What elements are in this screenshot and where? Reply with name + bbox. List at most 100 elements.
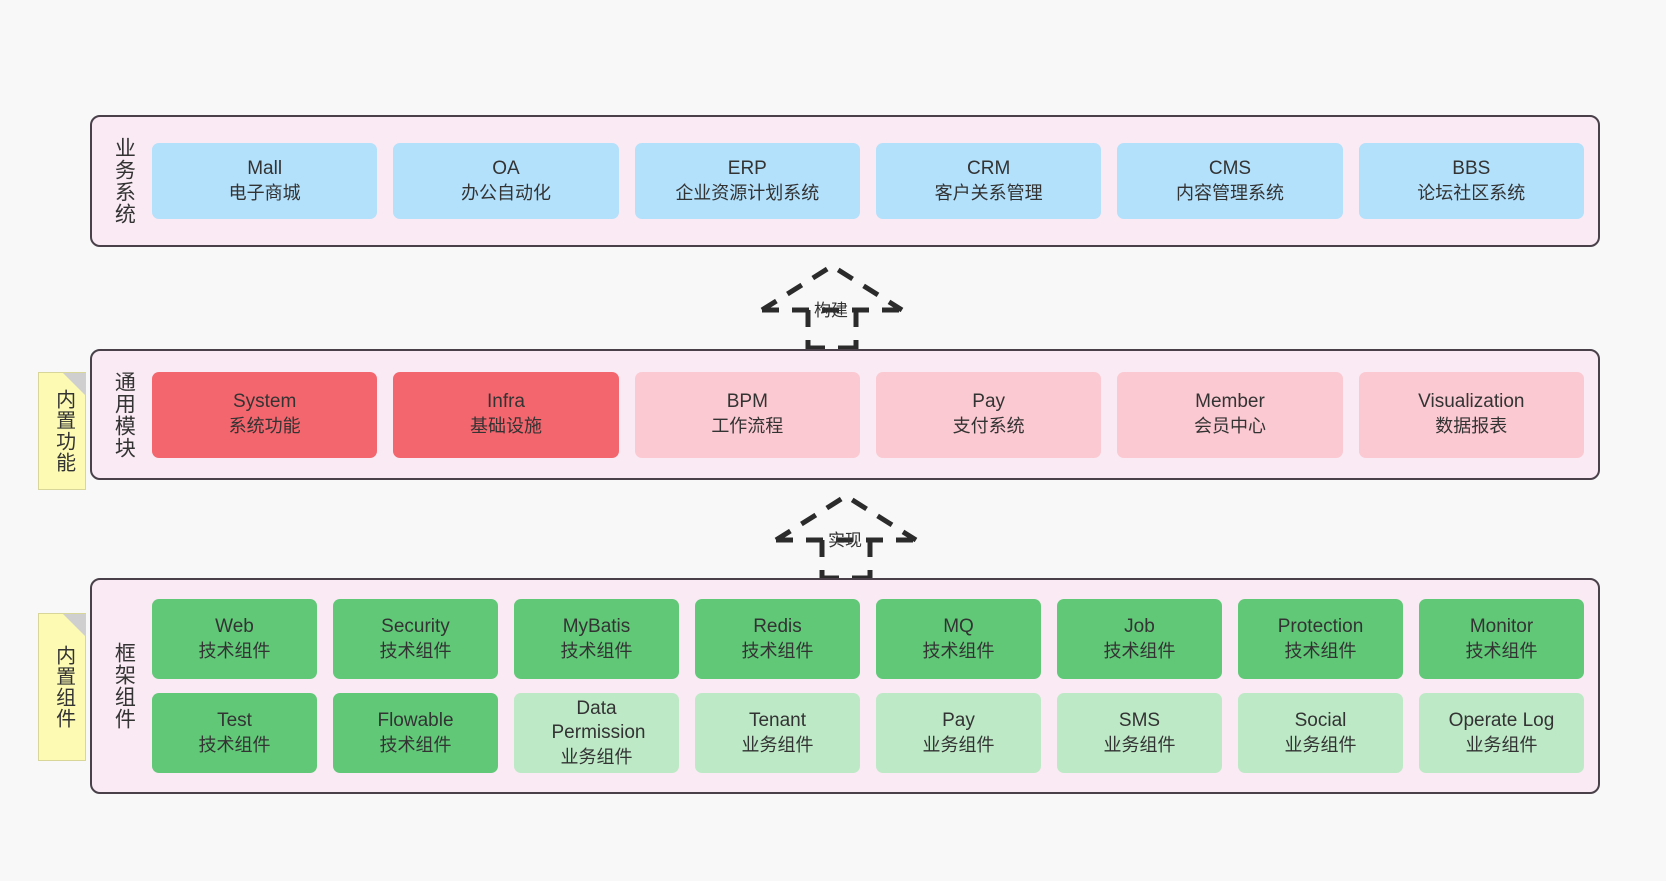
note-builtin-components: 内置组件 (38, 613, 86, 761)
card-bpm-desc: 工作流程 (711, 416, 784, 437)
card-data-permission-name: Data Permission (551, 697, 646, 744)
card-data-permission-desc: 业务组件 (560, 747, 633, 767)
card-mall-desc: 电子商城 (228, 182, 301, 203)
card-flowable-desc: 技术组件 (379, 734, 452, 755)
connector-build: 构建 (752, 262, 912, 351)
card-bpm-name: BPM (726, 391, 768, 413)
card-infra-name: Infra (486, 391, 525, 413)
card-redis[interactable]: Redis 技术组件 (695, 599, 860, 679)
card-member-desc: 会员中心 (1193, 416, 1266, 437)
card-bbs-name: BBS (1452, 157, 1491, 179)
card-mq[interactable]: MQ 技术组件 (876, 599, 1041, 679)
card-flowable-name: Flowable (377, 709, 454, 731)
card-web-name: Web (215, 615, 254, 637)
framework-tech-row: Web 技术组件 Security 技术组件 MyBatis 技术组件 Redi… (152, 599, 1584, 679)
card-social-name: Social (1294, 709, 1347, 731)
card-test[interactable]: Test 技术组件 (152, 693, 317, 773)
card-pay-module[interactable]: Pay 支付系统 (875, 371, 1102, 458)
card-operate-log-desc: 业务组件 (1465, 734, 1538, 755)
card-system-desc: 系统功能 (228, 416, 301, 437)
card-data-permission[interactable]: Data Permission 业务组件 (514, 693, 679, 773)
layer-common-module-title: 通用模块 (112, 370, 136, 459)
card-system[interactable]: System 系统功能 (152, 371, 378, 458)
card-redis-desc: 技术组件 (741, 640, 814, 661)
card-monitor[interactable]: Monitor 技术组件 (1419, 599, 1584, 679)
card-erp-name: ERP (727, 157, 767, 179)
business-system-row: Mall 电子商城 OA 办公自动化 ERP 企业资源计划系统 CRM 客户关系… (152, 143, 1584, 219)
card-mq-desc: 技术组件 (922, 640, 995, 661)
card-redis-name: Redis (753, 615, 802, 637)
card-system-name: System (232, 391, 297, 413)
card-flowable[interactable]: Flowable 技术组件 (333, 693, 498, 773)
card-erp[interactable]: ERP 企业资源计划系统 (634, 143, 860, 219)
connector-build-label: 构建 (814, 301, 848, 320)
card-security[interactable]: Security 技术组件 (333, 599, 498, 679)
layer-business-system-title: 业务系统 (112, 137, 136, 225)
card-test-name: Test (217, 709, 252, 731)
card-job-name: Job (1124, 615, 1155, 637)
connector-build-glyph (760, 263, 904, 351)
card-mybatis-desc: 技术组件 (560, 640, 633, 661)
card-visualization[interactable]: Visualization 数据报表 (1358, 371, 1584, 458)
layer-business-system: 业务系统 Mall 电子商城 OA 办公自动化 ERP 企业资源计划系统 CRM… (90, 115, 1600, 247)
card-oa-name: OA (492, 157, 520, 179)
card-mybatis-name: MyBatis (562, 615, 631, 637)
card-operate-log[interactable]: Operate Log 业务组件 (1419, 693, 1584, 773)
card-tenant-name: Tenant (748, 709, 807, 731)
card-member-name: Member (1195, 391, 1265, 413)
note-builtin-features-text: 内置功能 (52, 389, 75, 473)
card-mall[interactable]: Mall 电子商城 (152, 143, 378, 219)
layer-framework-component: 框架组件 Web 技术组件 Security 技术组件 MyBatis 技术组件… (90, 578, 1600, 794)
card-protection[interactable]: Protection 技术组件 (1238, 599, 1403, 679)
card-pay-module-desc: 支付系统 (952, 416, 1025, 437)
card-test-desc: 技术组件 (198, 734, 271, 755)
card-social[interactable]: Social 业务组件 (1238, 693, 1403, 773)
card-mybatis[interactable]: MyBatis 技术组件 (514, 599, 679, 679)
card-web[interactable]: Web 技术组件 (152, 599, 317, 679)
card-pay-component-name: Pay (942, 709, 975, 731)
card-pay-component-desc: 业务组件 (922, 734, 995, 755)
card-web-desc: 技术组件 (198, 640, 271, 661)
layer-common-module-body: System 系统功能 Infra 基础设施 BPM 工作流程 Pay 支付系统… (146, 351, 1598, 478)
card-job[interactable]: Job 技术组件 (1057, 599, 1222, 679)
card-sms-desc: 业务组件 (1103, 734, 1176, 755)
card-visualization-desc: 数据报表 (1435, 416, 1508, 437)
card-protection-desc: 技术组件 (1284, 640, 1357, 661)
card-crm-name: CRM (967, 157, 1011, 179)
card-tenant-desc: 业务组件 (741, 734, 814, 755)
card-operate-log-name: Operate Log (1448, 709, 1555, 731)
layer-business-system-body: Mall 电子商城 OA 办公自动化 ERP 企业资源计划系统 CRM 客户关系… (146, 117, 1598, 245)
layer-common-module: 通用模块 System 系统功能 Infra 基础设施 BPM 工作流程 Pay… (90, 349, 1600, 480)
card-mall-name: Mall (247, 157, 283, 179)
card-crm-desc: 客户关系管理 (934, 182, 1043, 203)
card-sms[interactable]: SMS 业务组件 (1057, 693, 1222, 773)
note-builtin-features: 内置功能 (38, 372, 86, 490)
note-builtin-components-text: 内置组件 (52, 645, 75, 729)
common-module-row: System 系统功能 Infra 基础设施 BPM 工作流程 Pay 支付系统… (152, 371, 1584, 458)
card-pay-module-name: Pay (972, 391, 1006, 413)
card-pay-component[interactable]: Pay 业务组件 (876, 693, 1041, 773)
card-visualization-name: Visualization (1418, 391, 1525, 413)
card-security-desc: 技术组件 (379, 640, 452, 661)
card-infra-desc: 基础设施 (469, 416, 542, 437)
card-security-name: Security (381, 615, 450, 637)
card-cms[interactable]: CMS 内容管理系统 (1117, 143, 1343, 219)
card-cms-name: CMS (1208, 157, 1252, 179)
card-crm[interactable]: CRM 客户关系管理 (875, 143, 1102, 219)
card-sms-name: SMS (1118, 709, 1161, 731)
card-bbs-desc: 论坛社区系统 (1417, 182, 1526, 203)
card-infra[interactable]: Infra 基础设施 (393, 371, 619, 458)
card-oa-desc: 办公自动化 (460, 182, 551, 203)
layer-framework-component-title: 框架组件 (112, 642, 136, 730)
card-monitor-name: Monitor (1469, 615, 1534, 637)
card-oa[interactable]: OA 办公自动化 (393, 143, 619, 219)
card-monitor-desc: 技术组件 (1465, 640, 1538, 661)
card-bbs[interactable]: BBS 论坛社区系统 (1358, 143, 1584, 219)
card-tenant[interactable]: Tenant 业务组件 (695, 693, 860, 773)
note-fold-corner-icon (63, 373, 85, 395)
framework-business-row: Test 技术组件 Flowable 技术组件 Data Permission … (152, 693, 1584, 773)
card-member[interactable]: Member 会员中心 (1117, 371, 1343, 458)
card-bpm[interactable]: BPM 工作流程 (634, 371, 860, 458)
card-job-desc: 技术组件 (1103, 640, 1176, 661)
